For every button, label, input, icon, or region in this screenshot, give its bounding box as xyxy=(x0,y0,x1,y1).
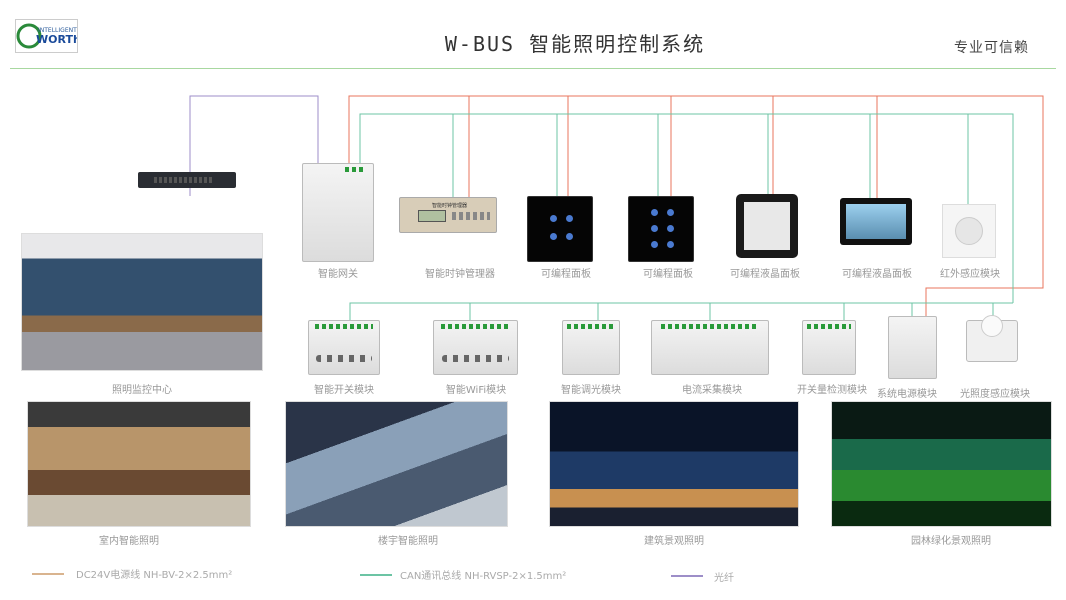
power-drops xyxy=(468,96,878,198)
lcd-panel-wide xyxy=(840,198,912,245)
light-sensor xyxy=(966,315,1018,362)
device-label: 可编程面板 xyxy=(541,269,591,280)
module-label: 光照度感应模块 xyxy=(960,389,1030,400)
lcd-panel xyxy=(736,194,798,258)
device-label: 智能网关 xyxy=(318,269,358,280)
svg-text:WORTh: WORTh xyxy=(36,33,77,46)
can-bus-line xyxy=(349,113,1014,320)
device-label: 智能时钟管理器 xyxy=(425,269,495,280)
application-label: 室内智能照明 xyxy=(99,536,159,547)
panel-button-icon xyxy=(550,233,557,240)
legend-power-swatch xyxy=(32,573,64,575)
module-label: 系统电源模块 xyxy=(877,389,937,400)
control-center-label: 照明监控中心 xyxy=(112,385,172,396)
garden-lighting-image xyxy=(831,401,1052,527)
application-label: 建筑景观照明 xyxy=(644,536,704,547)
panel-button-icon xyxy=(651,241,658,248)
device-label: 可编程面板 xyxy=(643,269,693,280)
legend-power-label: DC24V电源线 NH-BV-2×2.5mm² xyxy=(76,570,233,581)
panel-button-icon xyxy=(651,209,658,216)
indoor-lighting-image xyxy=(27,401,251,527)
panel-button-icon xyxy=(667,241,674,248)
module-label: 开关量检测模块 xyxy=(797,385,867,396)
control-center-image xyxy=(21,233,263,371)
can-drops-bottom xyxy=(469,303,994,320)
network-switch xyxy=(138,172,236,188)
wifi-module xyxy=(433,320,518,375)
power-line xyxy=(348,95,1044,316)
device-label: 红外感应模块 xyxy=(940,269,1000,280)
panel-button-icon xyxy=(667,225,674,232)
svg-text:INTELLIGENT: INTELLIGENT xyxy=(38,27,77,34)
power-module xyxy=(888,316,937,379)
device-label: 可编程液晶面板 xyxy=(842,269,912,280)
fiber-line xyxy=(189,95,319,196)
page-title: W-BUS 智能照明控制系统 xyxy=(444,32,706,56)
input-detect-module xyxy=(802,320,856,375)
module-label: 智能开关模块 xyxy=(314,385,374,396)
panel-button-icon xyxy=(651,225,658,232)
module-label: 智能调光模块 xyxy=(561,385,621,396)
slogan: 专业可信赖 xyxy=(954,40,1029,56)
dimmer-module xyxy=(562,320,620,375)
gateway-device xyxy=(302,163,374,262)
legend-fiber-label: 光纤 xyxy=(714,573,734,584)
switch-panel-6 xyxy=(628,196,694,262)
panel-button-icon xyxy=(566,233,573,240)
legend-can-label: CAN通讯总线 NH-RVSP-2×1.5mm² xyxy=(400,571,567,582)
switch-module xyxy=(308,320,380,375)
building-lighting-image xyxy=(285,401,508,527)
device-label: 可编程液晶面板 xyxy=(730,269,800,280)
panel-button-icon xyxy=(566,215,573,222)
module-label: 智能WiFi模块 xyxy=(445,385,507,396)
clock-manager-device: 智能时钟管理器 xyxy=(399,197,497,233)
application-label: 园林绿化景观照明 xyxy=(911,536,991,547)
landscape-lighting-image xyxy=(549,401,799,527)
legend-fiber-swatch xyxy=(671,575,703,577)
application-label: 楼宇智能照明 xyxy=(378,536,438,547)
module-label: 电流采集模块 xyxy=(682,385,742,396)
switch-panel-4 xyxy=(527,196,593,262)
legend-can-swatch xyxy=(360,574,392,576)
current-module xyxy=(651,320,769,375)
ir-sensor xyxy=(942,204,996,258)
panel-button-icon xyxy=(667,209,674,216)
panel-button-icon xyxy=(550,215,557,222)
header-divider xyxy=(10,68,1056,69)
